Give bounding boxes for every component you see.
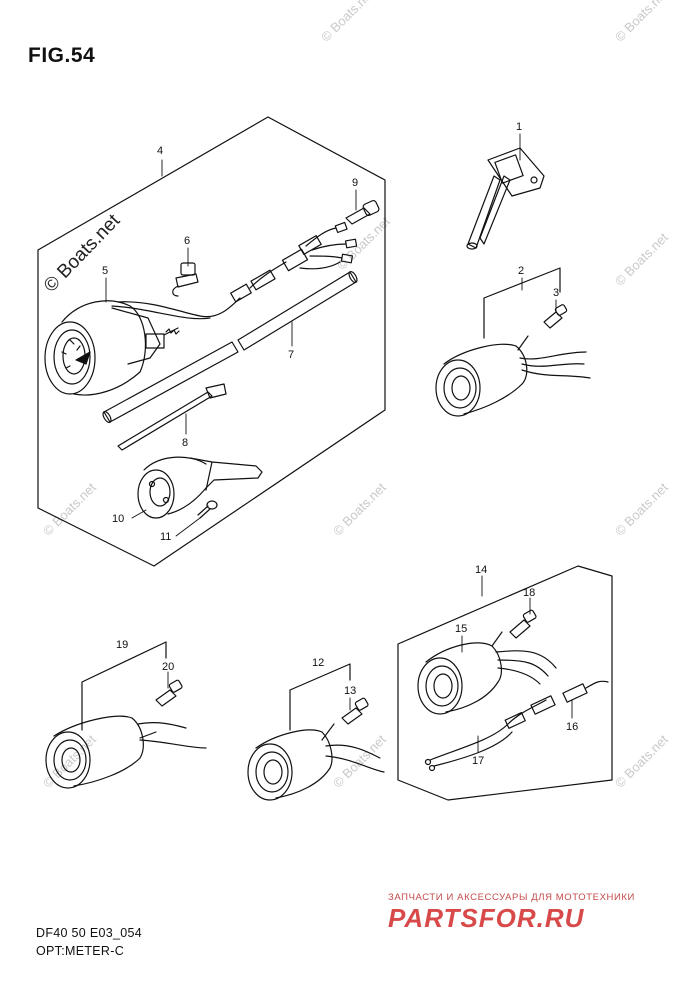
callout-11: 11 [160, 531, 171, 543]
callout-7: 7 [288, 349, 294, 361]
bulb-3 [543, 304, 568, 329]
callout-3: 3 [553, 287, 559, 299]
harness-16-17 [424, 680, 609, 772]
callout-17: 17 [472, 755, 484, 767]
callout-1: 1 [516, 121, 522, 133]
callout-20: 20 [162, 661, 174, 673]
leader-lines [105, 133, 573, 753]
callout-8: 8 [182, 437, 188, 449]
bulb-6 [172, 262, 199, 297]
callout-5: 5 [102, 265, 108, 277]
callout-12: 12 [312, 657, 324, 669]
bracket-10 [137, 456, 263, 519]
bracket-line-19 [81, 641, 167, 731]
promo-banner[interactable]: ЗАПЧАСТИ И АКСЕССУАРЫ ДЛЯ МОТОТЕХНИКИ PA… [388, 892, 678, 934]
kit-box-4 [37, 116, 386, 567]
cable-tie-8 [117, 383, 227, 451]
bulb-20 [155, 679, 183, 707]
tube-7 [102, 270, 358, 424]
callout-2: 2 [518, 265, 524, 277]
callout-19: 19 [116, 639, 128, 651]
gauge-12 [247, 723, 385, 801]
promo-subtitle: ЗАПЧАСТИ И АКСЕССУАРЫ ДЛЯ МОТОТЕХНИКИ [388, 892, 635, 903]
callout-18: 18 [523, 587, 535, 599]
figure-title: FIG.54 [28, 44, 96, 67]
bulb-18 [509, 609, 537, 639]
bracket-line-12 [289, 663, 351, 731]
callout-6: 6 [184, 235, 190, 247]
callout-10: 10 [112, 513, 124, 525]
screw-11 [197, 500, 218, 519]
gauge-5 [44, 297, 241, 396]
callout-4: 4 [157, 145, 163, 157]
callout-9: 9 [352, 177, 358, 189]
callout-15: 15 [455, 623, 467, 635]
sender-1 [466, 147, 545, 250]
harness-connectors [230, 221, 358, 303]
kit-box-14 [397, 565, 613, 801]
callout-numbers: 4 1 2 3 5 6 9 7 8 10 11 14 18 15 16 17 1… [102, 121, 578, 767]
callout-13: 13 [344, 685, 356, 697]
figure-name: OPT:METER-C [36, 944, 125, 958]
callout-14: 14 [475, 564, 487, 576]
figure-code: DF40 50 E03_054 [36, 926, 142, 940]
gauge-19 [45, 715, 207, 789]
callout-16: 16 [566, 721, 578, 733]
promo-logo: PARTSFOR.RU [388, 903, 585, 933]
gauge-2 [435, 335, 591, 417]
bulb-13 [341, 697, 369, 725]
gauge-15 [417, 631, 557, 715]
bulb-9 [345, 199, 380, 225]
